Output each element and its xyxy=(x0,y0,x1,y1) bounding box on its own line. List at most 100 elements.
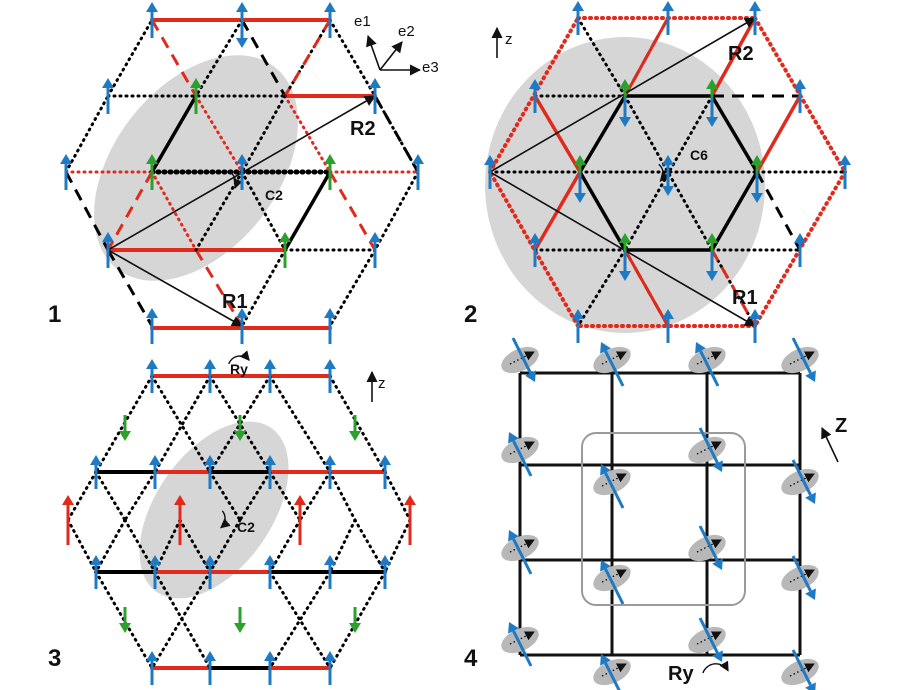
spin-head xyxy=(695,342,706,354)
spin-arrow-icon xyxy=(404,495,416,545)
bond-dotted xyxy=(178,518,212,574)
spin-head xyxy=(805,492,816,504)
bond-dotted-red xyxy=(194,94,244,174)
unit-cell-frame xyxy=(581,432,746,606)
bond-red xyxy=(710,16,757,98)
spin-head xyxy=(324,154,336,164)
bond-dashed-red xyxy=(710,249,757,327)
axis-arrow-icon xyxy=(821,426,839,463)
spin-head xyxy=(805,682,816,690)
spin-arrow-icon xyxy=(529,79,541,113)
molecule-axis xyxy=(601,663,627,677)
spin-head xyxy=(805,588,816,600)
spin-arrow-icon xyxy=(264,651,276,685)
spin-arrow-icon xyxy=(236,12,248,48)
spin-head xyxy=(619,79,631,89)
spin-arrow-icon xyxy=(264,455,276,489)
bond-dotted xyxy=(383,470,412,522)
bond-black xyxy=(578,170,627,252)
spin-arrow-icon xyxy=(60,154,72,190)
bond-dotted xyxy=(240,248,287,328)
spin-head xyxy=(119,623,131,633)
spin-arrow-icon xyxy=(600,654,621,690)
spin-arrow-icon xyxy=(698,427,723,472)
symmetry-label-c2: C2 xyxy=(237,519,255,535)
panel-2 xyxy=(484,1,851,343)
bond-dotted-red xyxy=(283,94,332,174)
lattice-vector-r1 xyxy=(107,249,243,327)
spin-head xyxy=(712,460,723,472)
spin-head xyxy=(102,78,114,88)
bond-dotted xyxy=(623,94,714,252)
spin-arrow-icon xyxy=(619,251,631,281)
spin-shaft xyxy=(791,649,812,686)
spin-head xyxy=(619,233,631,243)
lattice-vector-r2 xyxy=(489,17,756,173)
spin-arrow-icon xyxy=(294,495,306,545)
spin-head xyxy=(712,650,723,662)
bond-dotted xyxy=(150,374,212,474)
spin-arrow-icon xyxy=(146,154,158,190)
spin-head xyxy=(264,555,276,565)
molecule-axis xyxy=(509,441,535,455)
spin-head xyxy=(349,623,361,633)
panel-3 xyxy=(62,350,416,685)
molecule xyxy=(688,427,726,472)
spin-arrow-icon xyxy=(119,415,131,441)
bond-black xyxy=(150,94,198,174)
spin-arrow-icon xyxy=(204,359,216,393)
spin-head xyxy=(662,1,674,11)
spin-arrow-icon xyxy=(279,232,291,268)
bond-dotted xyxy=(106,18,154,98)
spin-head xyxy=(324,455,336,465)
spin-arrow-icon xyxy=(794,79,806,113)
spin-head xyxy=(712,558,723,570)
bond-dotted xyxy=(208,518,242,574)
bond-black xyxy=(710,94,759,174)
spin-head xyxy=(149,455,161,465)
spin-arrow-icon xyxy=(119,607,131,633)
spin-arrow-icon xyxy=(600,464,625,509)
spin-arrow-icon xyxy=(749,1,761,35)
spin-head xyxy=(600,342,611,354)
spin-arrow-icon xyxy=(90,455,102,489)
spin-arrow-icon xyxy=(324,2,336,38)
bond-dotted xyxy=(328,248,377,328)
spin-head xyxy=(234,431,246,441)
spin-arrow-icon xyxy=(751,173,763,203)
bond-dotted xyxy=(194,18,244,98)
molecule xyxy=(501,622,539,667)
spin-arrow-icon xyxy=(572,1,584,35)
molecule xyxy=(781,555,819,600)
bond-dotted xyxy=(328,570,387,670)
spin-arrow-icon xyxy=(698,525,723,570)
spin-head xyxy=(794,233,806,243)
spin-head xyxy=(264,651,276,661)
spin-head xyxy=(60,154,72,164)
spin-arrow-icon xyxy=(264,359,276,393)
spin-head xyxy=(369,78,381,88)
bond-black xyxy=(710,170,759,252)
spin-head xyxy=(525,370,536,382)
spin-head xyxy=(294,495,306,505)
spin-head xyxy=(529,79,541,89)
bond-red xyxy=(755,94,802,174)
spin-arrow-icon xyxy=(234,607,246,633)
spin-shaft xyxy=(512,538,533,575)
spin-shaft xyxy=(791,459,812,496)
spin-head xyxy=(404,495,416,505)
bond-dotted xyxy=(298,470,332,522)
spin-head xyxy=(412,154,424,164)
panel-1 xyxy=(60,2,424,344)
spin-head xyxy=(149,555,161,565)
spin-arrow-icon xyxy=(791,337,816,382)
spin-arrow-icon xyxy=(204,555,216,589)
spin-shaft xyxy=(699,350,720,387)
vector-label-r1: R1 xyxy=(732,287,758,309)
bond-dotted xyxy=(268,570,332,670)
spin-arrow-icon xyxy=(484,155,496,189)
spin-head xyxy=(174,495,186,505)
bond-dashed-red xyxy=(106,171,154,251)
bond-dashed-red xyxy=(328,171,377,251)
spin-arrow-icon xyxy=(324,308,336,344)
